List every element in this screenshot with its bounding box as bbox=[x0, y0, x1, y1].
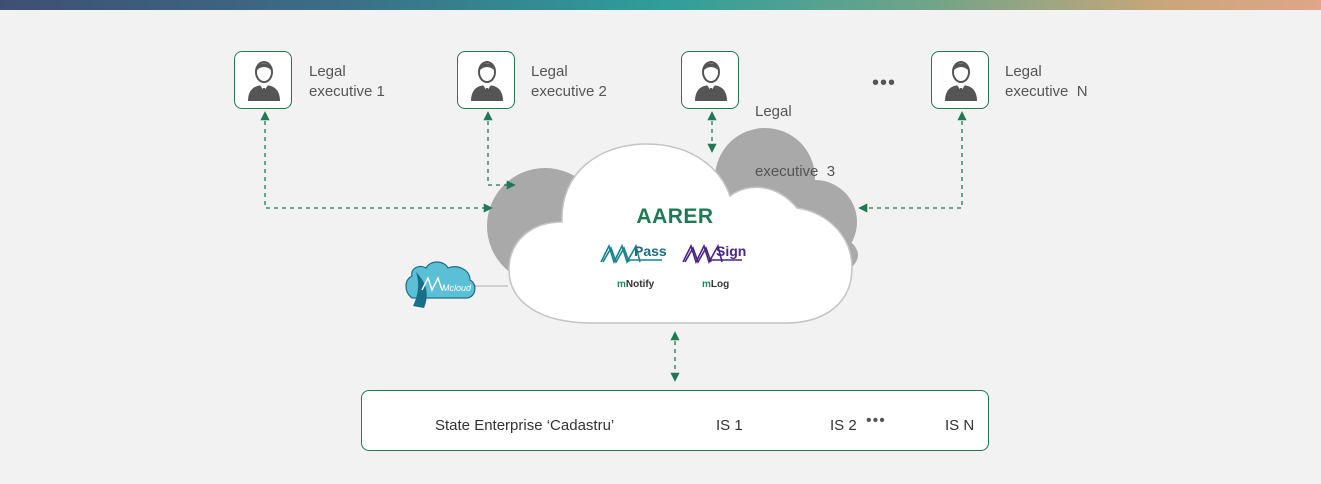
cloud-front bbox=[508, 143, 853, 324]
cloud-title: AARER bbox=[636, 205, 714, 228]
state-enterprise-label: State Enterprise ‘Cadastru’ bbox=[435, 417, 615, 434]
module-mnotify: mNotify bbox=[617, 279, 655, 290]
is-2-label: IS 2 bbox=[830, 417, 857, 434]
mpass-logo-icon bbox=[600, 243, 662, 265]
state-enterprise-box bbox=[361, 390, 989, 451]
top-gradient-bar bbox=[0, 0, 1321, 10]
mcloud-logo-icon bbox=[405, 261, 476, 308]
arrow-executive-2 bbox=[483, 111, 516, 190]
executive-2-label: Legal executive 2 bbox=[531, 63, 607, 100]
executive-1-box bbox=[234, 51, 292, 109]
arrow-executive-n bbox=[858, 111, 967, 213]
msign-logo-icon bbox=[682, 243, 742, 265]
executive-2-box bbox=[457, 51, 515, 109]
is-1-label: IS 1 bbox=[716, 417, 743, 434]
executive-3-box bbox=[681, 51, 739, 109]
module-mlog: mLog bbox=[702, 279, 730, 290]
mcloud-label: Mcloud bbox=[442, 283, 472, 293]
person-tie-icon bbox=[945, 61, 977, 101]
executives-ellipsis: ••• bbox=[872, 72, 897, 94]
is-n-label: IS N bbox=[945, 417, 975, 434]
executive-3-label: Legal executive 3 bbox=[755, 103, 836, 180]
person-tie-icon bbox=[248, 61, 280, 101]
executive-n-box bbox=[931, 51, 989, 109]
systems-ellipsis: ••• bbox=[866, 412, 886, 429]
mpass-brand: Pass bbox=[634, 243, 667, 259]
person-tie-icon bbox=[471, 61, 503, 101]
executive-n-label: Legal executive N bbox=[1005, 63, 1088, 100]
person-tie-icon bbox=[695, 61, 727, 101]
msign-brand: Sign bbox=[716, 243, 747, 259]
arrow-executive-1 bbox=[260, 111, 493, 213]
executive-1-label: Legal executive 1 bbox=[309, 63, 385, 100]
